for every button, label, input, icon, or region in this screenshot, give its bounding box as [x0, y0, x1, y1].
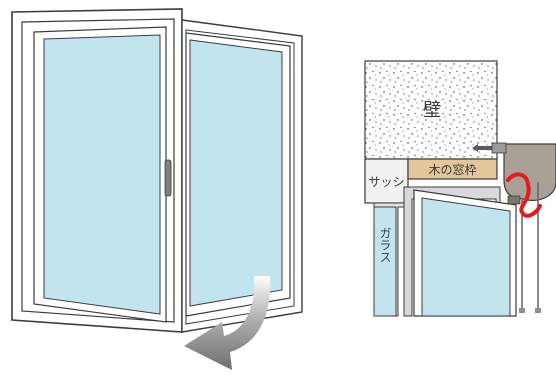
screw-icon [472, 142, 507, 154]
wood-frame-block [407, 158, 498, 180]
rod-cap-left [519, 308, 525, 313]
window-handle-icon [164, 159, 172, 197]
rod-cap-right [535, 308, 541, 313]
left-glass [43, 34, 161, 315]
red-wire [506, 172, 542, 218]
curved-arrow-down-left-icon [184, 276, 271, 370]
casement-window [11, 8, 303, 370]
sash-label: サッシ [368, 175, 404, 189]
open-pane-glass [421, 197, 511, 317]
fixture-base [507, 195, 521, 205]
cross-section: 壁 サッシ 木の窓枠 ガラス [364, 60, 556, 317]
wall-label: 壁 [423, 100, 441, 121]
glass-label: ガラス [378, 227, 392, 263]
glass-strip [373, 206, 397, 317]
wall-block [364, 60, 498, 160]
open-sash-glass [189, 39, 283, 307]
wood-frame-label: 木の窓枠 [428, 162, 476, 177]
